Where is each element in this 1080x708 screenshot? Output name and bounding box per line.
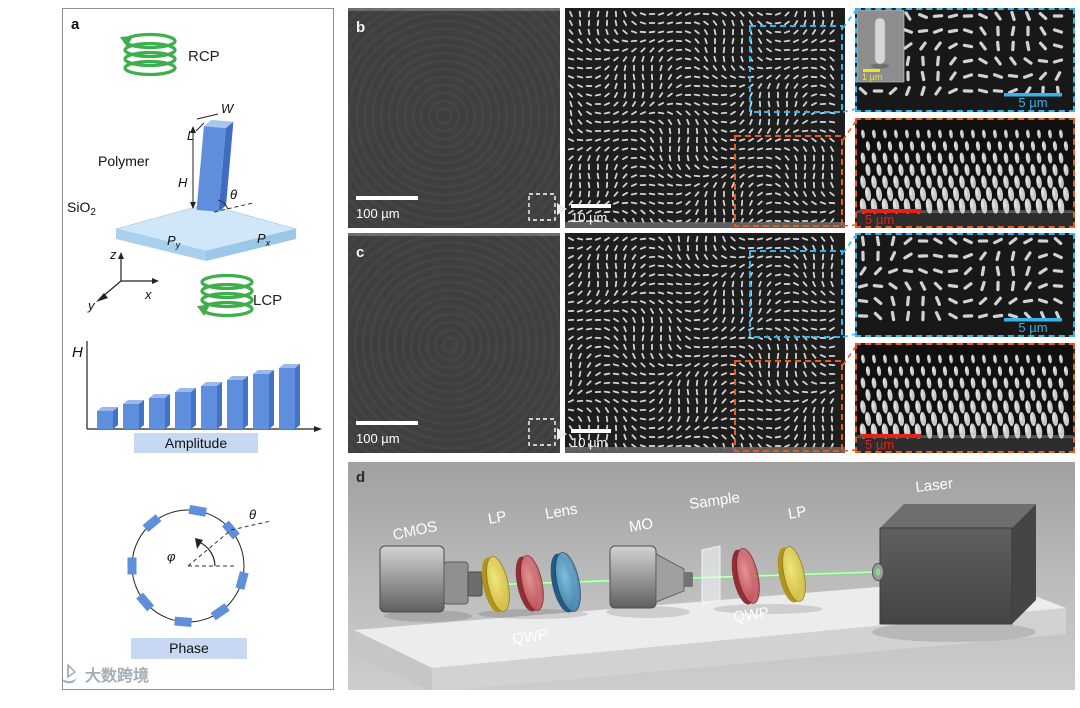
zoom-region-box [528,193,556,221]
lcp-spiral-icon [197,273,254,318]
sem-inset-top-b: 1 µm 5 µm [855,8,1075,112]
scale-bar-1um [863,69,880,72]
pillar-height-label: H [178,175,188,190]
amplitude-bars [97,364,300,429]
substrate-label: SiO2 [67,199,96,218]
scale-label-10um: 10 µm [571,435,607,450]
sem-texture [857,354,1073,451]
sem-texture [857,129,1073,226]
component-shadows [384,604,1036,642]
scale-bar-100um [356,421,418,425]
panel-a-label: a [71,16,80,33]
scale-label-1um: 1 µm [862,72,882,82]
inset-region-box-cyan [749,250,843,338]
watermark: 大数跨境 [58,662,149,686]
sem-overview-b: b 100 µm [348,8,560,228]
scale-label-5um-red: 5 µm [865,437,894,451]
pillar-inset: 1 µm [857,10,905,83]
linear-polarizer-1-disk [481,556,510,613]
sem-texture [567,10,836,225]
phase-elements [127,504,249,628]
scale-bar-5um-red [861,209,921,213]
scale-label-5um-cyan: 5 µm [1018,320,1047,335]
sem-zoom-b: 10 µm [565,8,845,228]
sample-plate [701,545,721,607]
lcp-label: LCP [253,292,282,309]
scale-bar-5um-cyan [1004,93,1062,97]
scale-bar-10um [571,204,611,208]
sem-zoom-c: 10 µm [565,233,845,453]
panel-b-label: b [356,19,365,36]
substrate [114,203,298,261]
zoom-region-box [528,418,556,446]
quarter-wave-plate-2-disk [731,548,760,605]
phase-theta-label: θ [249,507,256,522]
microscope-objective [609,545,693,609]
coordinate-axes [96,252,159,302]
length-label: L [187,128,194,143]
panel-c-label: c [356,244,364,261]
axis-x-label: x [144,287,152,302]
phase-phi-label: φ [167,549,176,564]
amplitude-caption: Amplitude [165,435,227,451]
scale-label-5um-cyan: 5 µm [1018,95,1047,110]
panel-a-drawing: a RCP W [67,16,322,659]
lp2-label: LP [787,503,808,523]
lens-disk [550,552,581,613]
scale-label-5um-red: 5 µm [865,212,894,226]
laser-label: Laser [915,475,954,496]
sem-texture [567,235,836,450]
lens-label: Lens [544,501,579,523]
tilt-angle-label: θ [230,187,237,202]
sem-overview-c: c 100 µm [348,233,560,453]
rcp-spiral-icon [120,32,177,77]
rcp-label: RCP [188,48,220,65]
mo-label: MO [628,515,655,536]
panel-a-schematic: a RCP W [62,8,334,690]
scale-bar-5um-cyan [1004,318,1062,322]
sample-label: Sample [688,489,741,513]
panel-d-setup: d CMOS LP Lens QWP MO Sample QWP LP Lase… [348,462,1075,690]
laser-box [879,504,1036,625]
scale-label-10um: 10 µm [571,210,607,225]
length-arrow [195,122,205,132]
width-label: W [221,101,235,116]
inset-region-box-cyan [749,25,843,113]
polymer-label: Polymer [98,153,150,169]
amplitude-caption-band [134,433,258,453]
scale-label-100um: 100 µm [356,206,400,221]
meta-atom-pillar [196,119,234,212]
period-x-label: Px [257,231,271,248]
scale-bar-100um [356,196,418,200]
width-arrow [196,113,219,120]
quarter-wave-plate-1-disk [515,555,544,612]
phase-caption-band [131,638,247,659]
axis-y-label: y [87,298,96,313]
period-y-label: Py [167,233,181,250]
phase-caption: Phase [169,640,209,656]
axis-z-label: z [109,247,117,262]
amplitude-axis-label: H [72,344,83,361]
qwp2-label: QWP [732,604,770,626]
linear-polarizer-2-disk [777,546,806,603]
laser-aperture [872,563,884,581]
scale-bar-10um [571,429,611,433]
inset-region-box-orange [734,135,843,227]
inset-region-box-orange [734,360,843,452]
sem-inset-top-c: 5 µm [855,233,1075,337]
qwp1-label: QWP [511,626,549,648]
watermark-logo-icon [61,663,77,684]
cmos-camera [379,545,483,613]
lp1-label: LP [487,508,508,528]
sem-inset-bottom-c: 5 µm [855,343,1075,453]
scale-bar-5um-red [861,434,921,438]
scale-label-100um: 100 µm [356,431,400,446]
panel-d-label: d [356,469,365,486]
sem-inset-bottom-b: 5 µm [855,118,1075,228]
watermark-text: 大数跨境 [85,668,150,685]
